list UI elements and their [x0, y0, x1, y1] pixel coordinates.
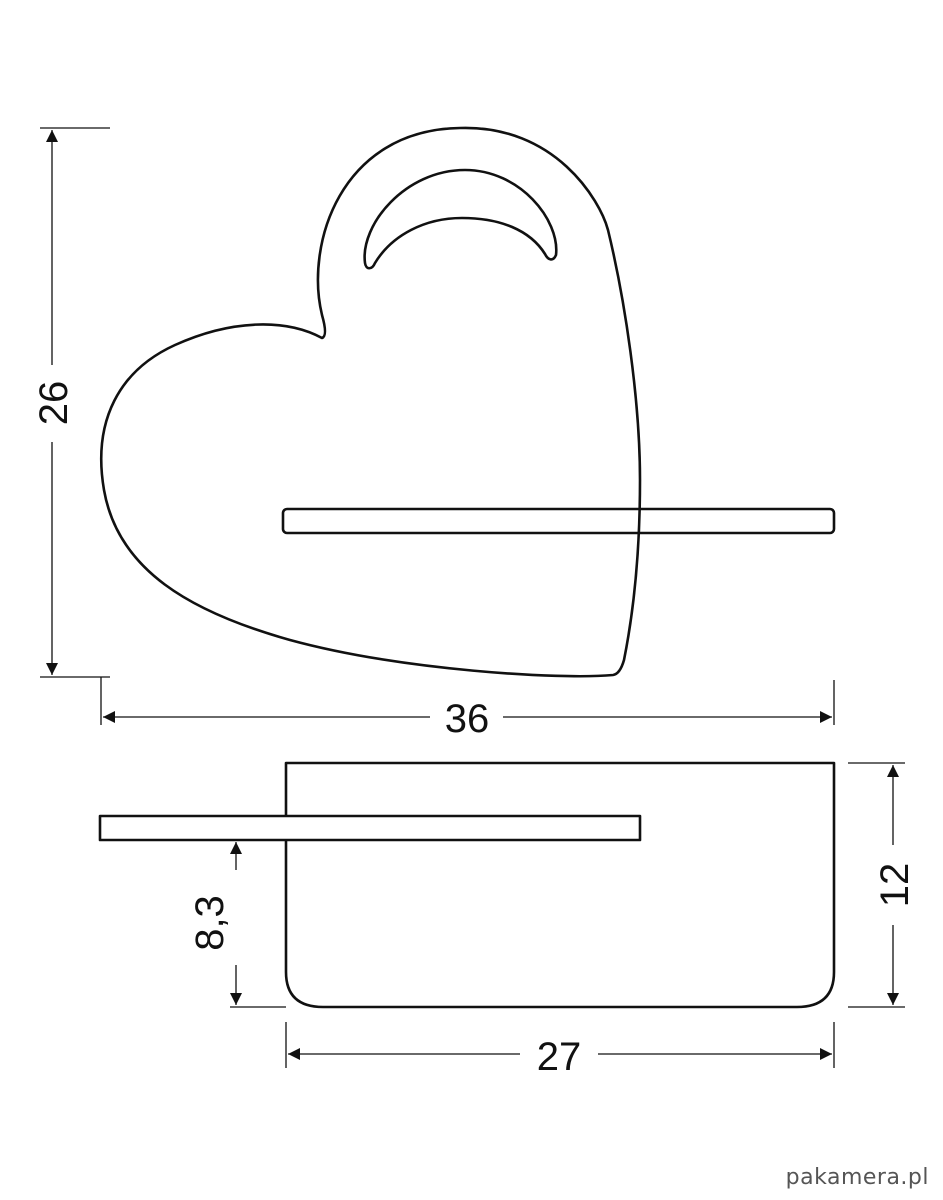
dim-label-26: 26 [32, 381, 76, 426]
dim-label-8-3: 8,3 [188, 895, 232, 951]
dim-label-12: 12 [873, 863, 917, 908]
heart-outline [99, 126, 642, 678]
front-shelf [281, 507, 836, 535]
crescent-cutout [363, 168, 558, 270]
watermark-text: pakamera.pl [785, 1165, 929, 1190]
dim-label-36: 36 [445, 697, 490, 741]
side-box [284, 761, 836, 1009]
dim-label-27: 27 [537, 1035, 582, 1079]
side-shelf [98, 814, 642, 842]
